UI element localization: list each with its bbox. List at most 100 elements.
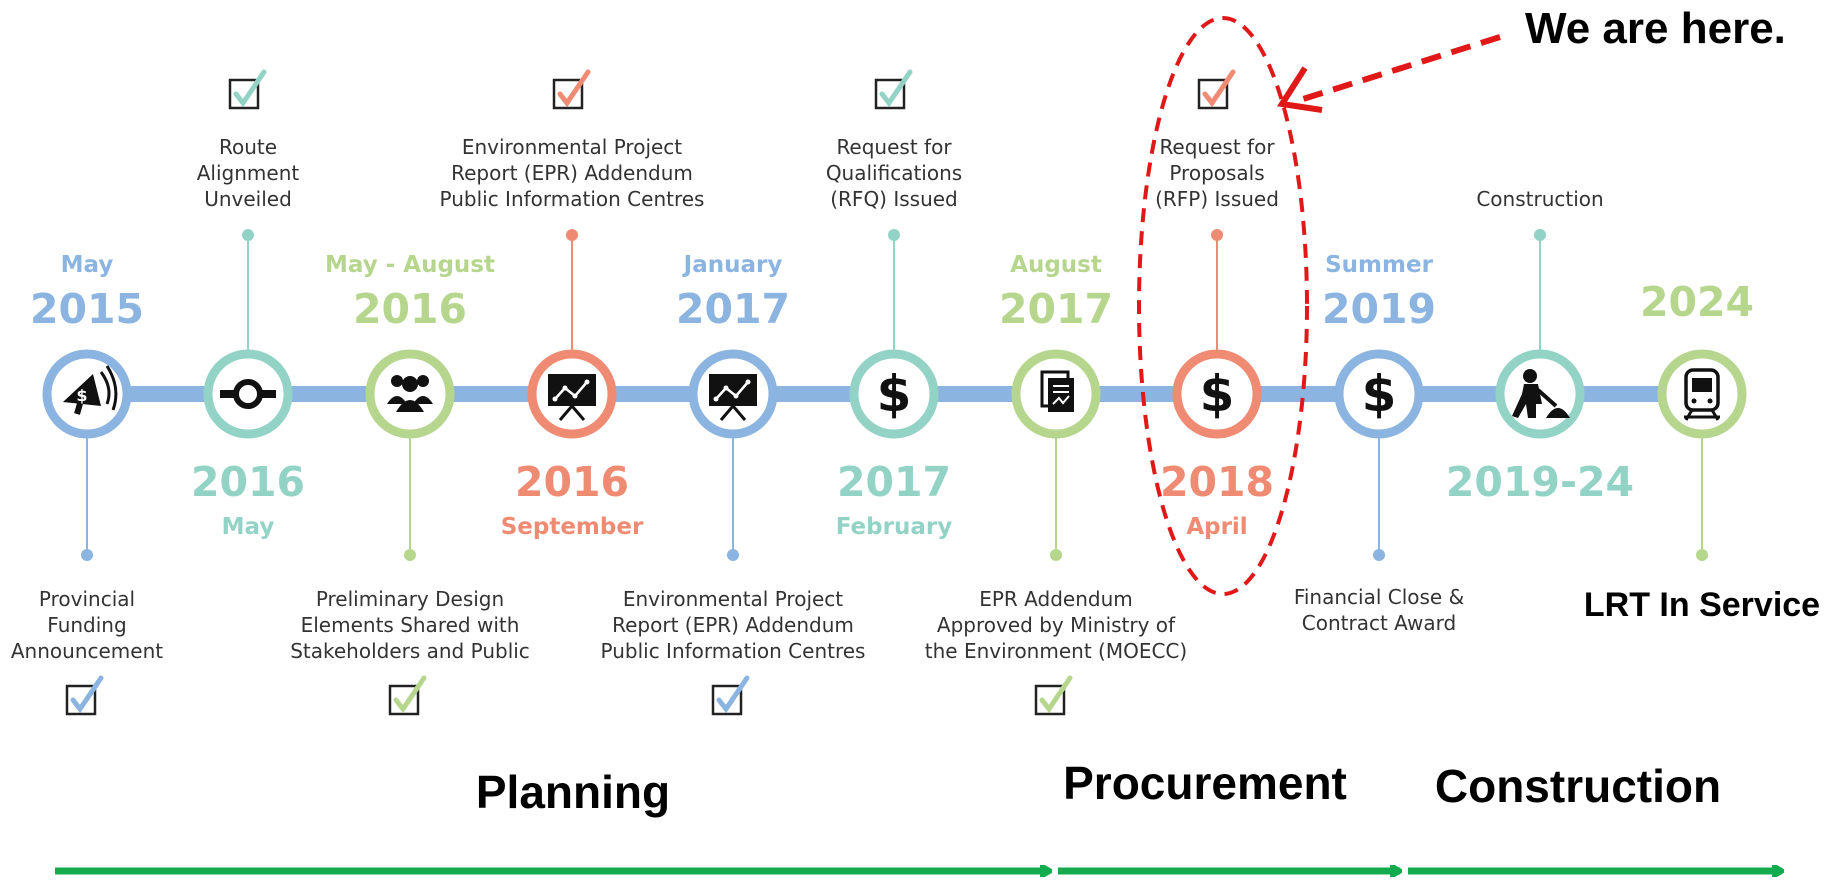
- connector-dot: [404, 549, 416, 561]
- milestone-year: 2017: [999, 285, 1113, 333]
- document-icon: [1040, 370, 1074, 412]
- check-icon: [711, 675, 750, 716]
- milestone-label-line: Financial Close &: [1294, 585, 1464, 609]
- svg-text:$: $: [877, 365, 912, 423]
- we-are-here-label: We are here.: [1525, 4, 1786, 53]
- milestone-label-line: Preliminary Design: [316, 587, 504, 611]
- milestone-label-line: Announcement: [11, 639, 163, 663]
- milestone-node: [365, 349, 455, 439]
- milestone-label-line: Contract Award: [1302, 611, 1456, 635]
- milestone-node: [1657, 349, 1747, 439]
- milestone-year: 2018: [1160, 458, 1274, 506]
- construction-worker-icon: [1512, 369, 1570, 418]
- milestone-year: 2017: [837, 458, 951, 506]
- route-icon: [220, 379, 276, 409]
- milestone-label-line: Funding: [47, 613, 126, 637]
- milestone-10: 2019-24 Construction: [1446, 187, 1634, 506]
- milestone-label-line: Stakeholders and Public: [290, 639, 530, 663]
- phase-procurement-label: Procurement: [1063, 757, 1347, 809]
- connector-dot: [566, 229, 578, 241]
- milestone-month: August: [1010, 252, 1102, 278]
- connector-dot: [1373, 549, 1385, 561]
- connector-dot: [888, 229, 900, 241]
- connector-dot: [81, 549, 93, 561]
- callout-arrow-line: [1299, 34, 1501, 103]
- milestone-node: [849, 349, 939, 439]
- connector-dot: [727, 549, 739, 561]
- connector-dot: [1211, 229, 1223, 241]
- milestone-label-line: Environmental Project: [623, 587, 843, 611]
- callout-arrow-head: [1276, 66, 1323, 113]
- milestone-label-line: Elements Shared with: [301, 613, 520, 637]
- presentation-icon: [548, 374, 596, 421]
- connector-dot: [1534, 229, 1546, 241]
- presentation-icon: [709, 374, 757, 421]
- check-icon: [388, 675, 427, 716]
- milestone-node: [1172, 349, 1262, 439]
- milestones: $May2015ProvincialFundingAnnouncement201…: [11, 69, 1754, 716]
- milestone-year: 2016: [191, 458, 305, 506]
- milestone-label-line: Environmental Project: [462, 135, 682, 159]
- dollar-icon: $: [1362, 365, 1397, 423]
- milestone-month: September: [501, 514, 644, 540]
- milestone-month: May: [61, 252, 114, 278]
- people-icon: [387, 375, 433, 412]
- check-icon: [1034, 675, 1073, 716]
- milestone-year: 2016: [353, 285, 467, 333]
- milestone-label-line: Construction: [1476, 187, 1603, 211]
- lrt-in-service-label: LRT In Service: [1584, 586, 1820, 624]
- dollar-icon: $: [877, 365, 912, 423]
- milestone-month: May: [222, 514, 275, 540]
- svg-text:$: $: [1200, 365, 1235, 423]
- milestone-month: January: [682, 252, 783, 278]
- train-icon: [1684, 368, 1720, 421]
- milestone-label-line: Request for: [836, 135, 952, 159]
- milestone-label-line: Public Information Centres: [440, 187, 705, 211]
- dollar-icon: $: [1200, 365, 1235, 423]
- milestone-label-line: the Environment (MOECC): [925, 639, 1187, 663]
- milestone-label-line: Request for: [1159, 135, 1275, 159]
- milestone-node: [1334, 349, 1424, 439]
- check-icon: [65, 675, 104, 716]
- check-icon: [1197, 69, 1236, 110]
- check-icon: [552, 69, 591, 110]
- milestone-label-line: (RFQ) Issued: [830, 187, 958, 211]
- milestone-year: 2019-24: [1446, 458, 1634, 506]
- current-stage-highlight: [1137, 16, 1309, 596]
- milestone-label-line: Report (EPR) Addendum: [612, 613, 854, 637]
- milestone-label-line: Unveiled: [204, 187, 292, 211]
- connector-dot: [1050, 549, 1062, 561]
- milestone-label-line: Report (EPR) Addendum: [451, 161, 693, 185]
- milestone-year: 2015: [30, 285, 144, 333]
- check-icon: [874, 69, 913, 110]
- milestone-month: February: [836, 514, 952, 540]
- milestone-month: May - August: [325, 252, 495, 278]
- connector-dot: [1696, 549, 1708, 561]
- milestone-month: Summer: [1325, 252, 1433, 278]
- milestone-label-line: EPR Addendum: [979, 587, 1133, 611]
- phase-construction-label: Construction: [1435, 760, 1721, 812]
- phase-planning-label: Planning: [476, 766, 670, 818]
- megaphone-dollar-icon: $: [63, 365, 118, 415]
- milestone-label-line: Proposals: [1169, 161, 1264, 185]
- milestone-year: 2024: [1640, 278, 1754, 326]
- milestone-label-line: Qualifications: [826, 161, 962, 185]
- milestone-label-line: (RFP) Issued: [1155, 187, 1279, 211]
- connector-dot: [242, 229, 254, 241]
- milestone-year: 2017: [676, 285, 790, 333]
- milestone-year: 2019: [1322, 285, 1436, 333]
- milestone-label-line: Alignment: [197, 161, 300, 185]
- svg-text:$: $: [76, 386, 87, 405]
- milestone-label-line: Public Information Centres: [601, 639, 866, 663]
- svg-text:$: $: [1362, 365, 1397, 423]
- milestone-11: 2024: [1640, 278, 1754, 561]
